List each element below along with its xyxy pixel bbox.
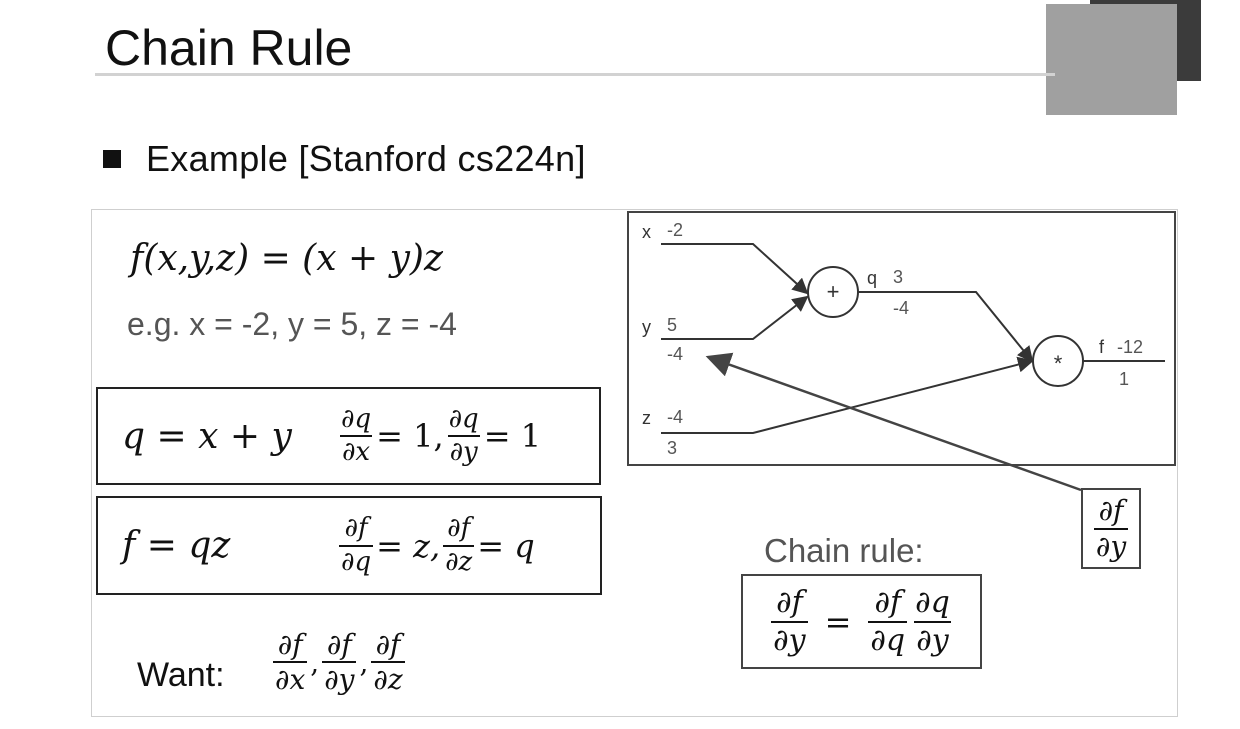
df-dq-value: = z, xyxy=(376,526,441,565)
df-dz-value: = q xyxy=(477,526,535,565)
dq-dx-value: = 1, xyxy=(376,417,444,455)
df-dy-callout-fraction: ∂f ∂y xyxy=(1093,494,1129,563)
y-node-label: y xyxy=(642,317,651,337)
q-partials: ∂q ∂x = 1, ∂q ∂y = 1 xyxy=(336,403,542,467)
fraction-denominator: ∂y xyxy=(1093,527,1129,563)
fraction-numerator: ∂f xyxy=(1098,494,1124,528)
y-gradient-value: -4 xyxy=(667,344,683,364)
fraction-numerator: ∂q xyxy=(341,403,372,434)
f-forward-value: -12 xyxy=(1117,337,1143,357)
q-definition: q = x + y xyxy=(122,415,292,457)
edge-x-to-plus xyxy=(661,243,809,295)
edge-q-to-times xyxy=(858,291,1034,363)
equals-sign: = xyxy=(824,602,852,641)
edge-y-to-plus xyxy=(661,295,809,340)
fraction-numerator: ∂q xyxy=(915,585,950,620)
fraction-denominator: ∂x xyxy=(339,435,373,467)
corner-decoration-light xyxy=(1046,4,1177,115)
fraction-denominator: ∂z xyxy=(371,661,405,697)
fraction-numerator: ∂f xyxy=(326,628,352,661)
z-node-label: z xyxy=(642,408,651,428)
fraction-numerator: ∂f xyxy=(447,513,471,544)
fraction-denominator: ∂q xyxy=(868,620,908,658)
plus-symbol: + xyxy=(827,279,840,304)
df-dz-fraction: ∂f ∂z xyxy=(371,628,405,697)
fraction-denominator: ∂y xyxy=(447,435,480,467)
comma-separator: , xyxy=(310,645,320,679)
chain-rule-label: Chain rule: xyxy=(764,532,924,569)
slide-subtitle: Example [Stanford cs224n] xyxy=(146,138,586,179)
fraction-denominator: ∂y xyxy=(771,620,808,658)
times-symbol: * xyxy=(1054,351,1063,376)
bullet-square-icon xyxy=(103,150,121,168)
fraction-numerator: ∂q xyxy=(448,403,479,434)
df-dq-rhs-fraction: ∂f ∂q xyxy=(868,585,908,658)
f-definition: f = qz xyxy=(122,525,231,566)
title-underline xyxy=(95,73,1055,76)
fraction-numerator: ∂f xyxy=(375,628,401,661)
fraction-denominator: ∂y xyxy=(914,620,951,658)
fraction-denominator: ∂q xyxy=(339,544,374,577)
example-values: e.g. x = -2, y = 5, z = -4 xyxy=(127,306,457,342)
fraction-numerator: ∂f xyxy=(344,513,368,544)
fraction-numerator: ∂f xyxy=(776,585,803,620)
function-definition: f(x,y,z) = (x + y)z xyxy=(130,238,443,279)
chain-rule-box: ∂f ∂y = ∂f ∂q ∂q ∂y xyxy=(741,574,982,669)
df-dy-fraction: ∂f ∂y xyxy=(322,628,357,697)
want-label: Want: xyxy=(137,656,225,694)
q-node-label: q xyxy=(867,268,877,288)
df-dy-callout-box: ∂f ∂y xyxy=(1081,488,1141,569)
q-equation-box: q = x + y ∂q ∂x = 1, ∂q ∂y = 1 xyxy=(96,387,601,485)
comma-separator: , xyxy=(359,645,369,679)
x-forward-value: -2 xyxy=(667,220,683,240)
df-dz-fraction: ∂f ∂z xyxy=(443,513,475,577)
dq-dy-rhs-fraction: ∂q ∂y xyxy=(913,587,952,656)
fraction-denominator: ∂x xyxy=(273,661,308,697)
fraction-numerator: ∂f xyxy=(874,585,902,620)
x-node-label: x xyxy=(642,222,651,242)
dq-dx-fraction: ∂q ∂x xyxy=(339,403,373,467)
dq-dy-value: = 1 xyxy=(483,417,542,455)
fraction-numerator: ∂f xyxy=(277,628,303,661)
q-forward-value: 3 xyxy=(893,267,903,287)
fraction-denominator: ∂z xyxy=(443,544,475,577)
f-gradient-value: 1 xyxy=(1119,369,1129,389)
dq-dy-fraction: ∂q ∂y xyxy=(447,403,481,467)
df-dq-fraction: ∂f ∂q xyxy=(339,513,374,577)
df-dx-fraction: ∂f ∂x xyxy=(273,628,308,697)
computational-graph: x -2 y 5 -4 z -4 3 + q 3 -4 * f -12 1 xyxy=(642,220,1165,458)
want-targets: ∂f ∂x , ∂f ∂y , ∂f ∂z xyxy=(270,630,408,695)
q-gradient-value: -4 xyxy=(893,298,909,318)
df-dy-lhs-fraction: ∂f ∂y xyxy=(771,585,808,658)
y-forward-value: 5 xyxy=(667,315,677,335)
f-equation-box: f = qz ∂f ∂q = z, ∂f ∂z = q xyxy=(96,496,602,595)
f-partials: ∂f ∂q = z, ∂f ∂z = q xyxy=(336,513,535,577)
z-gradient-value: 3 xyxy=(667,438,677,458)
edge-z-to-times xyxy=(661,356,1034,434)
slide-title: Chain Rule xyxy=(105,20,353,76)
z-forward-value: -4 xyxy=(667,407,683,427)
f-node-label: f xyxy=(1099,337,1105,357)
fraction-denominator: ∂y xyxy=(322,661,357,697)
